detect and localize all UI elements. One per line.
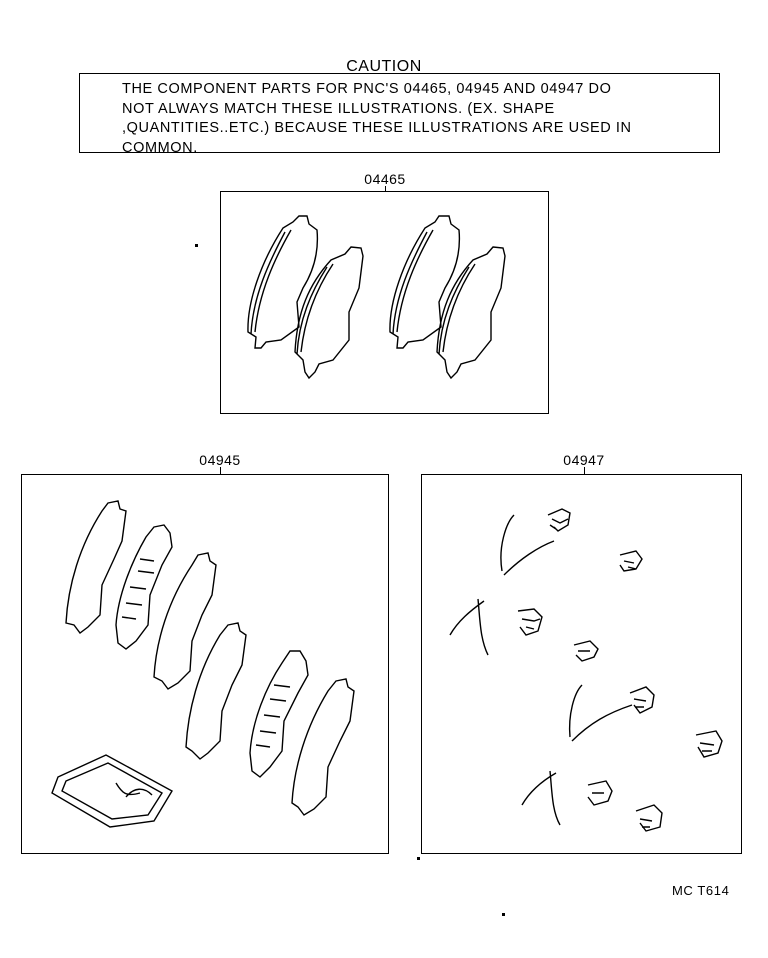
scan-speck [195, 244, 198, 247]
scan-speck [502, 913, 505, 916]
scan-speck [417, 857, 420, 860]
leader-tick [385, 186, 386, 192]
panel-04947 [421, 474, 742, 854]
shim-kit-illustration [51, 500, 355, 828]
drawing-code: MC T614 [672, 883, 730, 898]
caution-box: THE COMPONENT PARTS FOR PNC'S 04465, 049… [79, 73, 720, 156]
caution-title: CAUTION [346, 58, 422, 75]
panel-04945 [21, 474, 389, 854]
leader-tick [584, 467, 585, 475]
panel-04465 [220, 191, 549, 414]
caution-line-4: COMMON. [122, 139, 198, 156]
caution-line-3: ,QUANTITIES..ETC.) BECAUSE THESE ILLUSTR… [122, 120, 632, 136]
pnc-label-04947: 04947 [563, 452, 605, 468]
caution-line-1: THE COMPONENT PARTS FOR PNC'S 04465, 049… [122, 81, 612, 97]
leader-tick [220, 467, 221, 475]
fitting-kit-illustration [449, 508, 723, 832]
caution-line-2: NOT ALWAYS MATCH THESE ILLUSTRATIONS. (E… [122, 100, 555, 117]
pnc-label-04465: 04465 [364, 171, 406, 187]
pnc-label-04945: 04945 [199, 452, 241, 468]
brake-pads-illustration [247, 215, 506, 380]
